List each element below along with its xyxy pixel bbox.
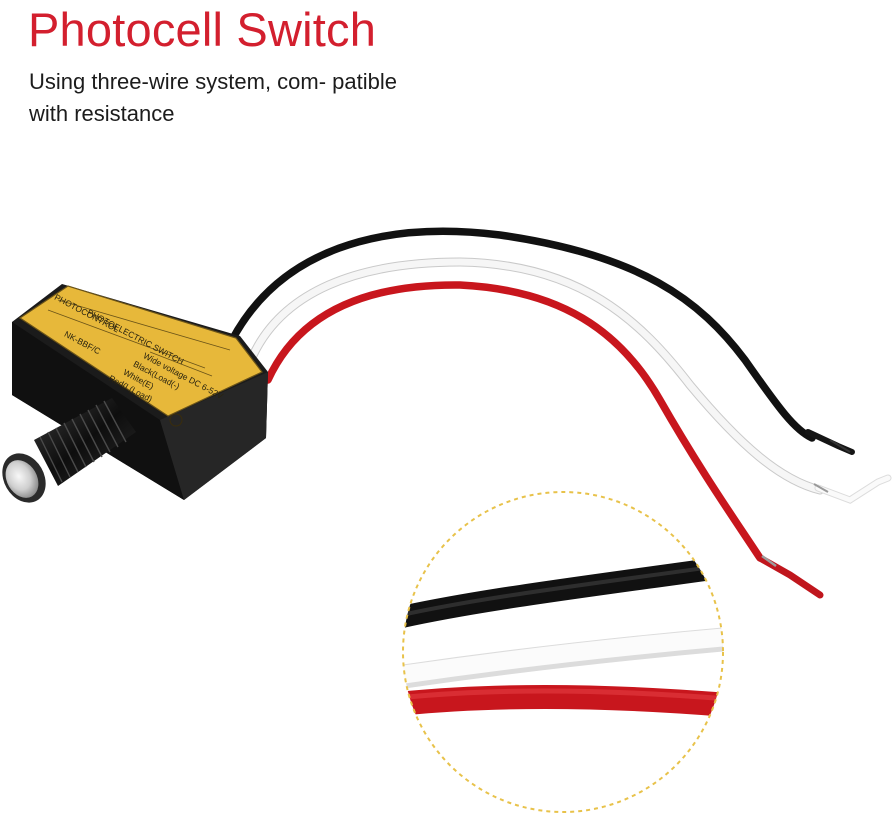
- lens-barrel: [2, 398, 136, 503]
- label-sticker: [20, 286, 262, 416]
- red-wire: [264, 281, 824, 599]
- sensor-lens: [5, 460, 39, 498]
- black-wire: [228, 227, 855, 455]
- wire-zoom-detail: [402, 491, 724, 813]
- white-wire: [245, 257, 892, 504]
- product-subtitle: Using three-wire system, com- patible wi…: [29, 69, 398, 126]
- zoom-ring: [402, 491, 724, 813]
- product-title: Photocell Switch: [28, 3, 377, 56]
